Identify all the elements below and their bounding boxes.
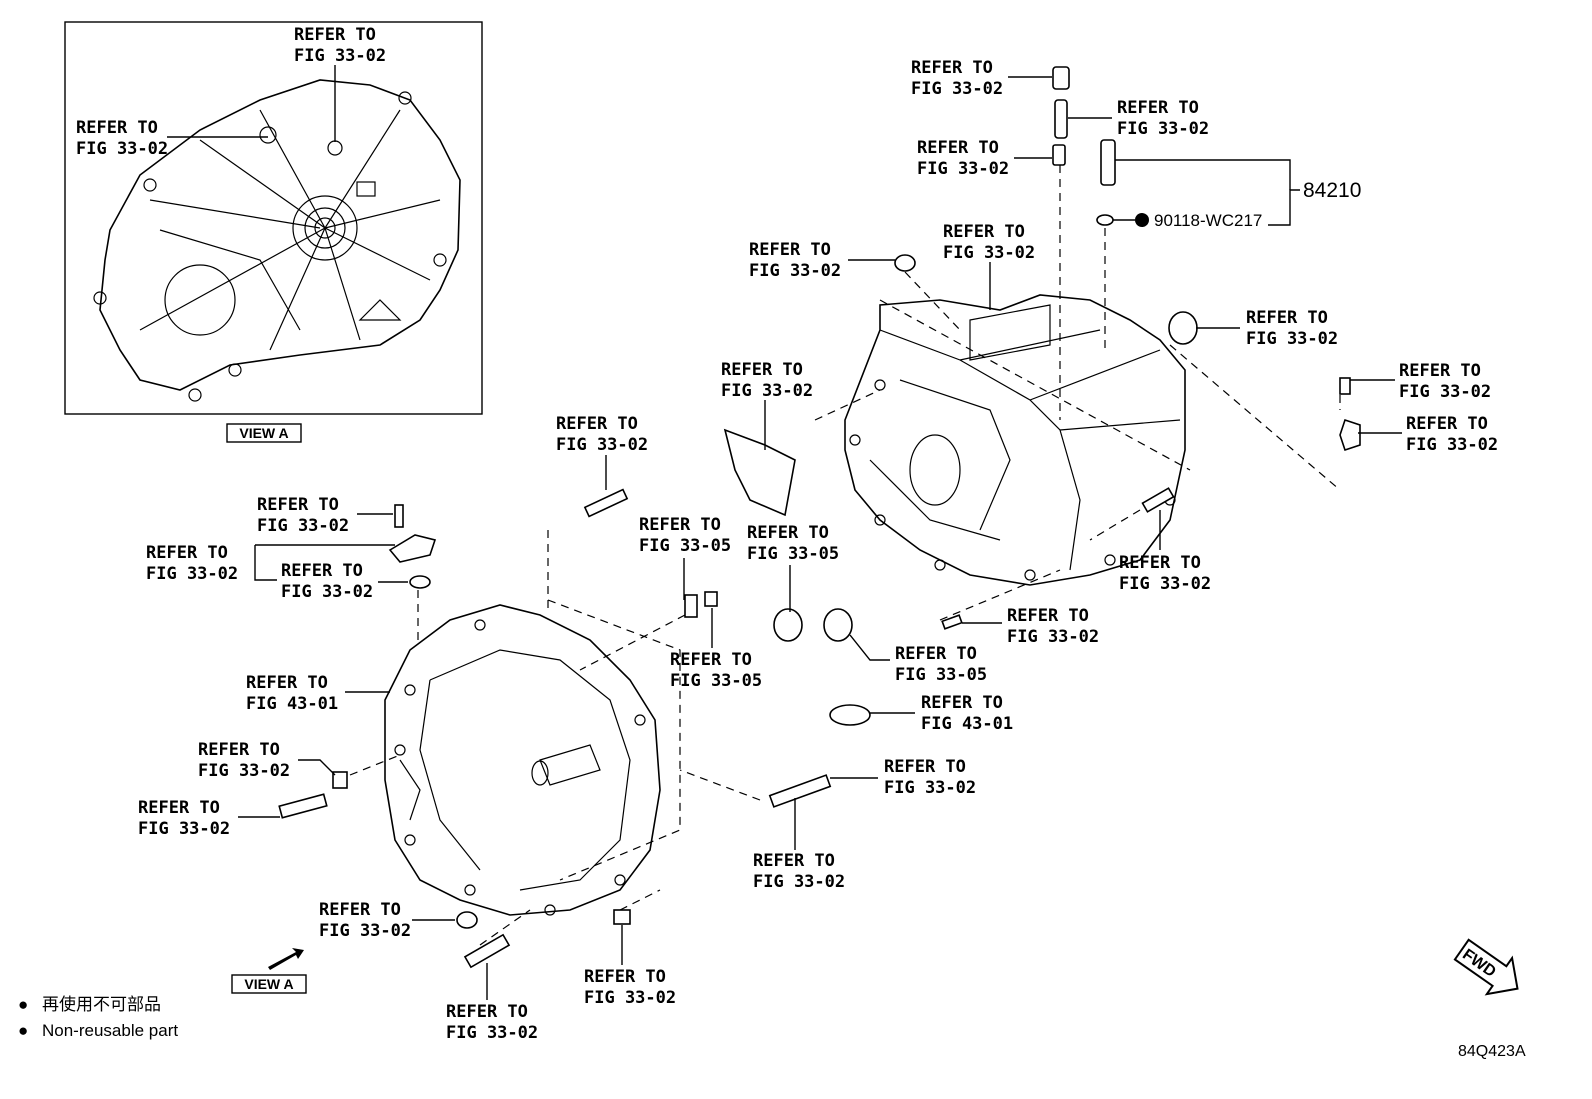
transmission-housing-left [384,604,661,916]
view-a-arrow [268,948,304,970]
fwd-arrow: FWD [1453,938,1519,996]
legend-en: Non-reusable part [42,1021,178,1040]
view-a-box-top [226,423,302,443]
legend-bullet: ● [18,1021,28,1040]
view-a-inset-frame [64,21,483,415]
view-a-label-bottom: VIEW A [244,976,293,992]
illustration-id: 84Q423A [1458,1043,1526,1060]
part-number-90118: 90118-WC217 [1154,211,1262,230]
legend-bullet: ● [18,995,28,1014]
view-a-label-top: VIEW A [239,425,288,441]
dashed-alignment-lines [349,165,1341,946]
legend: ● 再使用不可部品 ● Non-reusable part [18,994,178,1040]
transmission-case-right [844,294,1186,586]
view-a-box-bottom [231,974,307,994]
part-number-84210: 84210 [1303,179,1361,202]
small-parts [278,66,1361,969]
non-reusable-marker [1135,213,1149,227]
view-a-housing-illustration [93,79,461,402]
legend-jp: 再使用不可部品 [42,994,161,1014]
leader-lines [238,76,1402,1000]
